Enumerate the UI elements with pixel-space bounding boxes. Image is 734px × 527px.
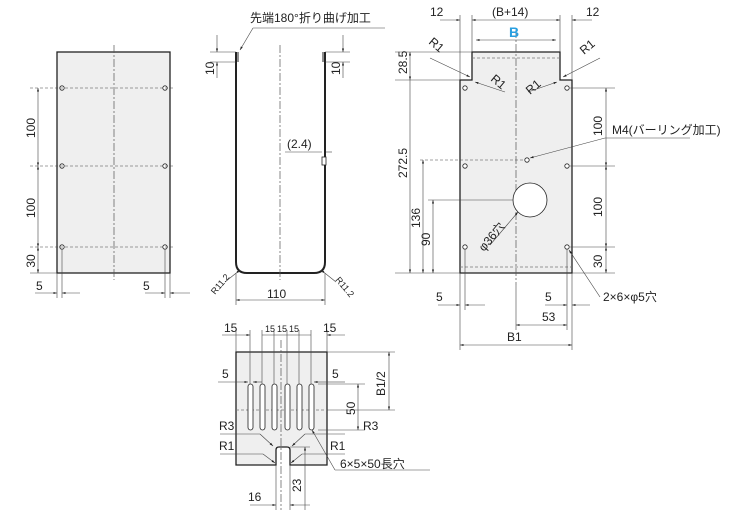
dim-b-plus-14: (B+14) [492,5,528,19]
dim-53: 53 [542,310,556,324]
dim-thickness: (2.4) [287,137,312,151]
dim-272-5: 272.5 [396,148,410,178]
dim-110: 110 [267,287,286,301]
dim-15-right: 15 [323,321,337,335]
m4-note: M4(バーリング加工) [612,123,721,137]
radius-r1-left: R1 [219,439,235,453]
radius-right: R11.2 [333,275,356,299]
dim-30-rear: 30 [591,254,605,268]
dim-16: 16 [248,490,262,504]
m4-hole [524,157,530,163]
dim-pitch-1: 15 [265,324,275,334]
rear-mounting-holes [462,85,570,250]
dim-5-left-rear: 5 [436,290,443,304]
dim-b: B [509,24,519,40]
big-hole [512,182,548,218]
rear-view: 12 (B+14) 12 B 28.5 272.5 136 90 100 100… [395,5,721,350]
bend-note: 先端180°折り曲げ加工 [250,10,371,25]
radius-r1-right: R1 [330,439,346,453]
dim-136: 136 [409,208,423,228]
front-view: 100 100 30 5 5 [24,45,190,298]
dim-5-right: 5 [143,279,150,293]
dim-10-left: 10 [203,61,217,75]
dim-100-lower: 100 [24,198,38,218]
dim-pitch-3: 15 [289,324,299,334]
dim-100-upper: 100 [24,118,38,138]
bottom-view: 15 15 15 15 15 5 5 50 B1/2 R3 R1 R3 R1 6… [218,321,430,510]
dim-b1: B1 [507,330,522,344]
dim-5-right-rear: 5 [545,290,552,304]
radius-r1-top-right: R1 [577,37,598,58]
dim-12-left: 12 [430,5,444,19]
slots [247,383,315,431]
dim-50: 50 [344,401,358,415]
side-view: 先端180°折り曲げ加工 10 10 (2.4) 110 R11.2 R11.2 [203,10,385,305]
dim-23: 23 [290,478,304,492]
dim-30: 30 [24,254,38,268]
dim-5-left: 5 [36,279,43,293]
dim-100-upper-rear: 100 [591,116,605,136]
dim-90: 90 [419,232,433,246]
slot-note: 6×5×50長穴 [340,456,405,471]
radius-r3-right: R3 [363,419,379,433]
radius-left: R11.2 [209,272,232,296]
dim-10-right: 10 [329,61,343,75]
dim-half-b1: B1/2 [374,371,388,396]
dim-pitch-2: 15 [277,324,287,334]
holes-note: 2×6×φ5穴 [603,289,657,304]
dim-5-left-bottom: 5 [222,367,229,381]
dim-5-right-bottom: 5 [332,367,339,381]
dim-15-left: 15 [224,321,238,335]
dim-12-right: 12 [586,5,600,19]
radius-r3-left: R3 [219,419,235,433]
dim-100-lower-rear: 100 [591,197,605,217]
dim-28-5: 28.5 [396,50,410,74]
